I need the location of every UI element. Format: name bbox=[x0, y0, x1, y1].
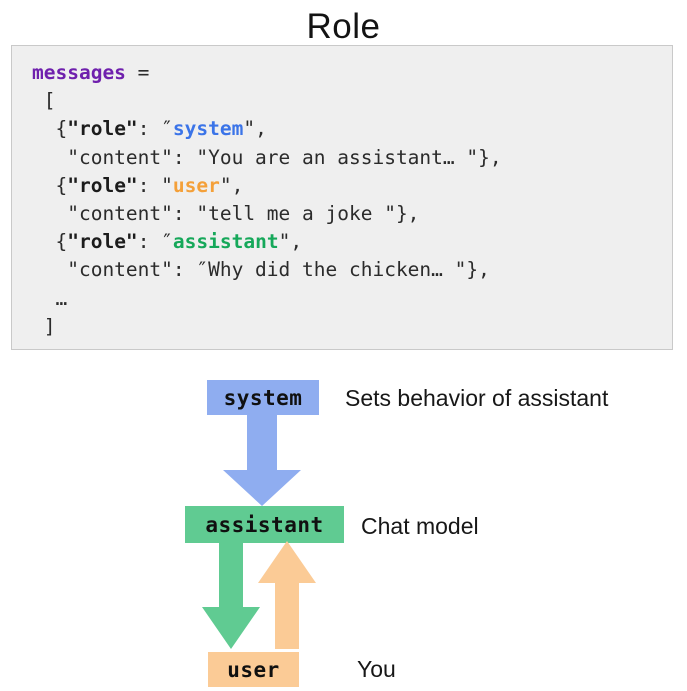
role-chip-assistant[interactable]: assistant bbox=[185, 506, 344, 543]
code-token-plain: : " bbox=[137, 173, 173, 197]
arrow-system-to-assistant-icon bbox=[223, 414, 301, 506]
code-token-plain: ] bbox=[32, 314, 56, 338]
role-flow-diagram: system Sets behavior of assistant assist… bbox=[0, 350, 687, 691]
code-token-plain: : bbox=[137, 117, 162, 141]
code-token-plain: { bbox=[32, 117, 68, 141]
code-token-plain: { bbox=[32, 230, 68, 254]
code-line: "content": "You are an assistant… "}, bbox=[32, 144, 672, 172]
code-token-plain: "content": "You are an assistant… "}, bbox=[32, 145, 502, 169]
code-block: messages = [ {"role": ″system", "content… bbox=[11, 45, 673, 350]
code-line: {"role": ″system", bbox=[32, 115, 672, 143]
arrow-assistant-to-user-icon bbox=[202, 541, 260, 649]
code-line: ] bbox=[32, 313, 672, 341]
user-description-label: You bbox=[357, 656, 396, 682]
code-line: "content": "tell me a joke "}, bbox=[32, 200, 672, 228]
code-token-plain: ", bbox=[278, 230, 303, 254]
page-title: Role bbox=[306, 7, 381, 46]
code-token-key: "role" bbox=[67, 173, 138, 197]
assistant-description-label: Chat model bbox=[361, 513, 479, 539]
code-token-plain: [ bbox=[32, 89, 56, 113]
code-token-plain: : bbox=[137, 230, 162, 254]
code-token-plain: ″ bbox=[161, 230, 173, 254]
code-line: messages = bbox=[32, 59, 672, 87]
code-token-plain: { bbox=[32, 173, 68, 197]
code-line: … bbox=[32, 285, 672, 313]
role-chip-user[interactable]: user bbox=[208, 652, 299, 687]
code-line: "content": ″Why did the chicken… "}, bbox=[32, 256, 672, 284]
code-token-key: "role" bbox=[67, 230, 138, 254]
code-token-plain: ", bbox=[219, 173, 244, 197]
code-token-plain: ", bbox=[243, 117, 267, 141]
code-token-plain: = bbox=[125, 61, 162, 84]
code-token-assistant: assistant bbox=[172, 230, 279, 254]
code-token-plain: "content": ″Why did the chicken… "}, bbox=[32, 258, 490, 282]
code-line: {"role": ″assistant", bbox=[32, 228, 672, 256]
code-token-plain: … bbox=[32, 286, 68, 310]
code-token-plain: ″ bbox=[161, 117, 173, 141]
arrow-user-to-assistant-icon bbox=[258, 541, 316, 649]
role-chip-system[interactable]: system bbox=[207, 380, 319, 415]
code-line: {"role": "user", bbox=[32, 172, 672, 200]
code-token-key: "role" bbox=[67, 117, 138, 141]
code-line: [ bbox=[32, 87, 672, 115]
code-token-var: messages bbox=[32, 61, 126, 84]
code-token-system: system bbox=[172, 117, 244, 141]
system-description-label: Sets behavior of assistant bbox=[345, 385, 609, 411]
code-token-plain: "content": "tell me a joke "}, bbox=[32, 202, 420, 226]
code-token-user: user bbox=[172, 173, 220, 197]
